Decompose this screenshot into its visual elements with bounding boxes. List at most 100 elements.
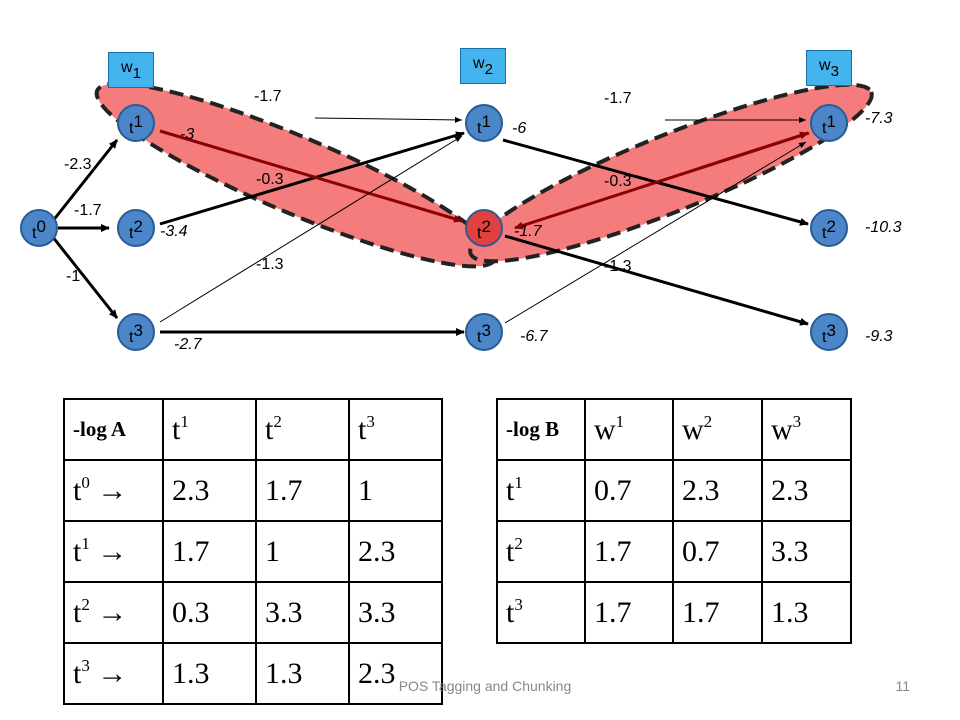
edge-label-c1-top: -1.7 [254,88,282,105]
node-sup: 3 [133,321,143,340]
node-c3-t2: t2 [810,209,848,247]
node-base: t [822,329,827,346]
node-sup: 1 [826,112,836,131]
node-sup: 2 [481,217,491,236]
row-base: t [506,474,515,507]
header-base: t [265,413,274,446]
table-cell: 3.3 [255,581,350,644]
column-header: t1 [162,398,257,461]
edge-label-c1-bot: -1.3 [256,256,284,273]
table-row: t3 1.7 1.7 1.3 [496,581,852,644]
node-base: t [477,329,482,346]
node-c2-t2: t2 [465,209,503,247]
node-base: t [129,225,134,242]
table-row: t1 → 1.7 1 2.3 [63,520,443,583]
table-cell: 1.3 [162,642,257,705]
row-base: t [73,474,82,507]
row-header: t3 → [63,642,164,705]
row-sup: 3 [81,656,90,675]
edge-c1-thin-mid [159,135,463,323]
table-row: t2 1.7 0.7 3.3 [496,520,852,583]
table-cell: 1.7 [162,520,257,583]
node-sup: 2 [133,217,143,236]
column-header: w2 [672,398,763,461]
header-base: w [771,413,793,446]
word-base: w [473,55,485,72]
best-path-highlight-1 [94,81,498,269]
header-sup: 2 [273,412,282,431]
slide-footer: POS Tagging and Chunking [398,678,572,694]
edge-c2-t2-to-t1-head [699,131,809,170]
arrow-glyph: → [97,535,128,568]
score-c3-t3: -9.3 [865,328,893,345]
node-sup: 1 [481,112,491,131]
table-row: t2 → 0.3 3.3 3.3 [63,581,443,644]
table-cell: 0.3 [162,581,257,644]
arrow-glyph: → [97,657,128,690]
header-sup: 3 [792,412,802,431]
node-c1-t1: t1 [117,104,155,142]
table-cell: 2.3 [162,459,257,522]
row-header: t1 [496,459,586,522]
table-header-row: -log B w1 w2 w3 [496,398,852,461]
word-box-w2: w2 [460,48,506,84]
word-sub: 3 [830,63,839,80]
table-cell: 2.3 [761,459,852,522]
word-sub: 2 [484,61,493,78]
row-base: t [73,596,82,629]
node-base: t [477,120,482,137]
table-header-row: -log A t1 t2 t3 [63,398,443,461]
edge-label-start-t1: -2.3 [64,156,92,173]
node-base: t [822,225,827,242]
header-base: t [358,413,367,446]
table-corner-header: -log A [63,398,164,461]
score-c2-t2: -1.7 [514,223,542,240]
edge-c2-thin-mid [504,141,807,324]
row-sup: 1 [81,534,90,553]
node-base: t [477,225,482,242]
edge-label-start-t3: -1 [66,268,81,285]
header-base: w [594,413,616,446]
edge-start-t1 [50,139,119,223]
edge-label-start-t2: -1.7 [74,202,102,219]
node-base: t [32,225,37,242]
header-sup: 1 [180,412,189,431]
score-c3-t1: -7.3 [865,110,893,127]
table-row: t0 → 2.3 1.7 1 [63,459,443,522]
row-base: t [73,535,82,568]
node-base: t [822,120,827,137]
node-c3-t1: t1 [810,104,848,142]
score-c1-t3: -2.7 [174,336,202,353]
node-c2-t3: t3 [465,313,503,351]
table-cell: 2.3 [672,459,763,522]
word-base: w [121,59,133,76]
column-header: w1 [584,398,674,461]
row-sup: 2 [81,595,90,614]
node-base: t [129,120,134,137]
row-sup: 2 [514,534,523,553]
arrow-glyph: → [97,596,128,629]
column-header: t2 [255,398,350,461]
table-cell: 1.7 [584,581,674,644]
edge-label-c2-top: -1.7 [604,90,632,107]
node-sup: 2 [826,217,836,236]
header-sup: 2 [703,412,713,431]
score-c3-t2: -10.3 [865,219,902,236]
edge-label-c1-mid: -0.3 [256,171,284,188]
node-c1-t3: t3 [117,313,155,351]
best-path-highlight-2 [468,82,874,264]
edge-label-c2-bot: -1.3 [604,258,632,275]
table-cell: 1.7 [672,581,763,644]
table-cell: 1.7 [255,459,350,522]
node-c2-t1: t1 [465,104,503,142]
row-header: t2 → [63,581,164,644]
node-start-t0: t0 [20,209,58,247]
row-sup: 1 [514,473,523,492]
table-cell: 1 [255,520,350,583]
column-header: t3 [348,398,443,461]
emission-table: -log B w1 w2 w3 t1 0.7 2.3 2.3 t2 1.7 0.… [496,398,852,644]
score-c1-t1: -3 [180,126,195,143]
row-header: t3 [496,581,586,644]
row-base: t [73,657,82,690]
